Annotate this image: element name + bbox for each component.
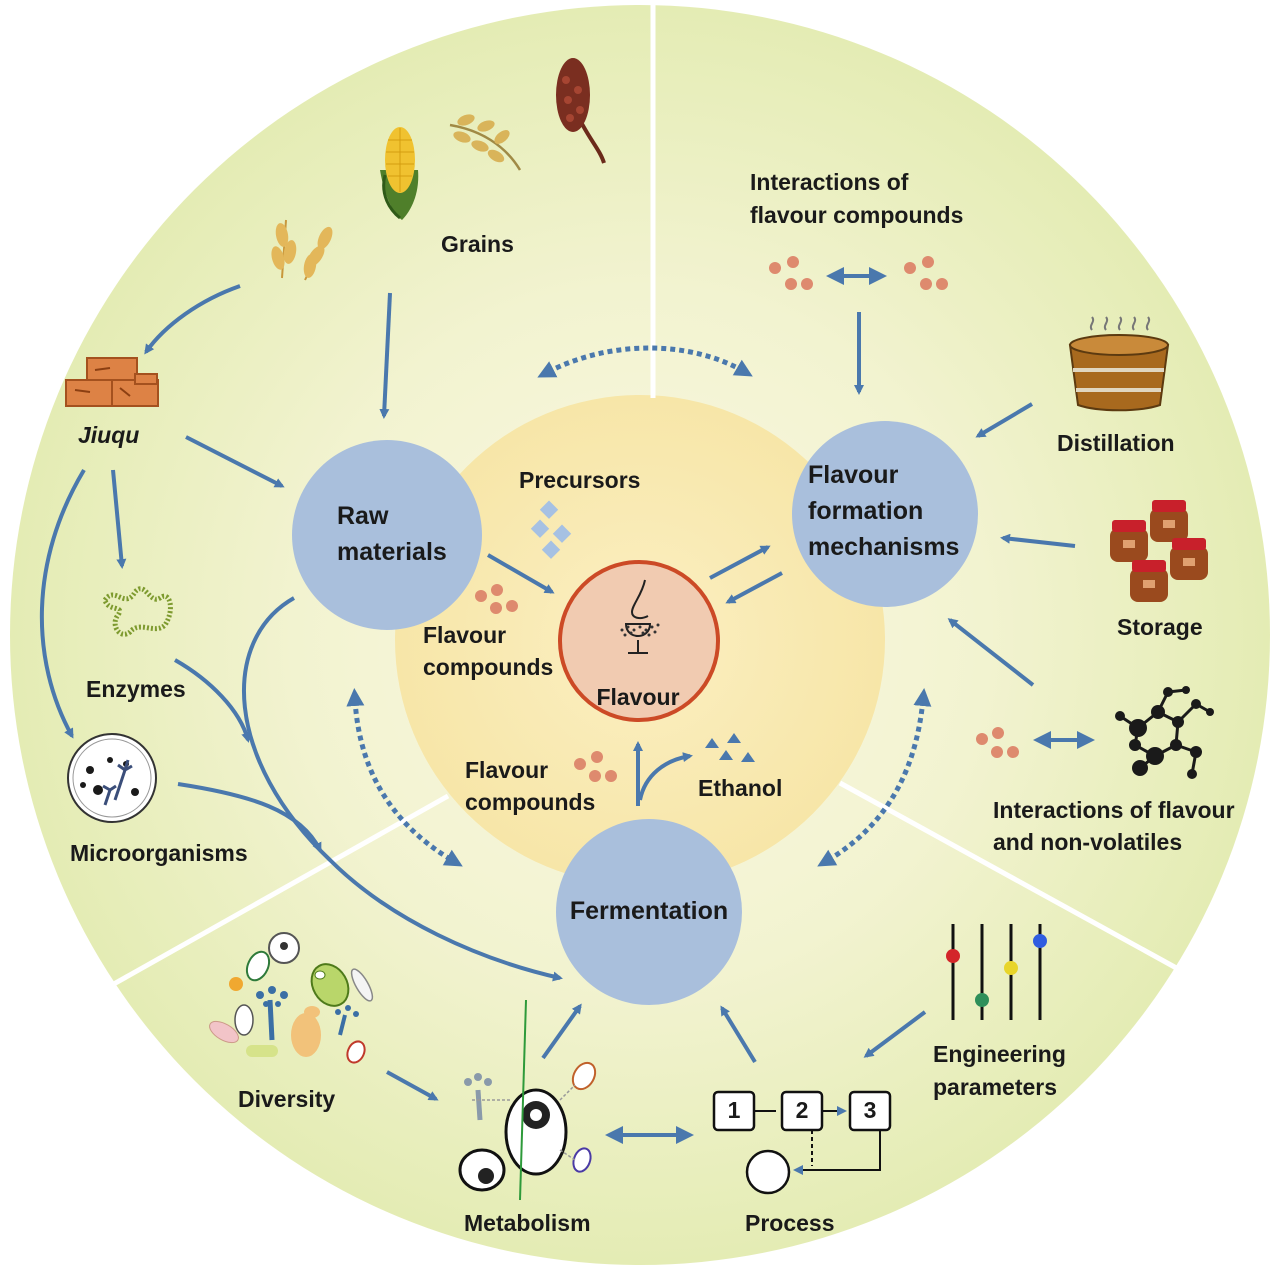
cell-icon: [458, 999, 597, 1201]
dashed-interaction-arrows: [346, 345, 932, 867]
raw-materials-line2: materials: [337, 538, 447, 566]
center-arrows: [486, 545, 783, 806]
microorganisms-label: Microorganisms: [70, 840, 248, 866]
slider-icon: [946, 924, 1047, 1020]
mechanisms-line1: Flavour: [808, 461, 899, 489]
interactions-nonvolatiles-line1: Interactions of flavour: [993, 797, 1235, 823]
grains-label: Grains: [441, 231, 514, 257]
corn-icon: [380, 127, 419, 220]
brick-icon: [65, 357, 159, 407]
compound-dots-upper: [475, 584, 518, 614]
precursor-diamonds: [530, 500, 572, 559]
enzymes-label: Enzymes: [86, 676, 186, 702]
storage-label: Storage: [1117, 614, 1203, 640]
interactions-nonvolatiles-line2: and non-volatiles: [993, 829, 1182, 855]
steaming-pot-icon: [1068, 316, 1170, 412]
process-step-2: 2: [796, 1097, 809, 1123]
raw-materials-line1: Raw: [337, 502, 389, 530]
flavour-compounds-upper-line1: Flavour: [423, 622, 506, 648]
jiuqu-label: Jiuqu: [78, 422, 139, 448]
raw-materials-arrows: [39, 284, 563, 982]
wheat-icon: [271, 219, 333, 281]
jars-icon: [1110, 500, 1208, 602]
flavour-label: Flavour: [596, 684, 679, 710]
nose-glass-icon: [624, 579, 652, 654]
compound-dots-lower: [574, 751, 617, 782]
rice-icon: [449, 114, 522, 171]
mechanisms-arrows: [826, 267, 1095, 749]
interactions-flavour-line2: flavour compounds: [750, 202, 963, 228]
interactions-flavour-line1: Interactions of: [750, 169, 909, 195]
mechanisms-hub[interactable]: Flavour formation mechanisms: [792, 421, 978, 607]
process-step-1: 1: [728, 1097, 741, 1123]
microbes-icon: [209, 932, 374, 1064]
fermentation-arrows: [386, 1003, 927, 1144]
process-step-3: 3: [864, 1097, 877, 1123]
process-diagram: 1 2 3: [712, 1090, 892, 1195]
interaction-dots: [769, 256, 948, 290]
distillation-label: Distillation: [1057, 430, 1175, 456]
engineering-line1: Engineering: [933, 1041, 1066, 1067]
flavour-compounds-upper-line2: compounds: [423, 654, 553, 680]
petri-dish-icon: [67, 733, 157, 823]
mechanisms-line2: formation: [808, 497, 923, 525]
fermentation-label: Fermentation: [570, 897, 728, 925]
molecule-icon: [1115, 686, 1214, 779]
diversity-label: Diversity: [238, 1086, 335, 1112]
flavour-center[interactable]: Flavour: [558, 560, 720, 722]
nonvolatile-dots: [976, 727, 1019, 758]
precursors-label: Precursors: [519, 467, 640, 493]
metabolism-label: Metabolism: [464, 1210, 591, 1236]
ethanol-label: Ethanol: [698, 775, 782, 801]
aroma-dots: [620, 623, 660, 637]
ethanol-triangles: [705, 733, 755, 762]
mechanisms-line3: mechanisms: [808, 533, 959, 561]
flavour-compounds-lower-line1: Flavour: [465, 757, 548, 783]
fermentation-hub[interactable]: Fermentation: [556, 819, 742, 1005]
sorghum-icon: [556, 58, 606, 164]
flavour-compounds-lower-line2: compounds: [465, 789, 595, 815]
raw-materials-hub[interactable]: Raw materials: [292, 440, 482, 630]
process-label: Process: [745, 1210, 835, 1236]
engineering-line2: parameters: [933, 1074, 1057, 1100]
